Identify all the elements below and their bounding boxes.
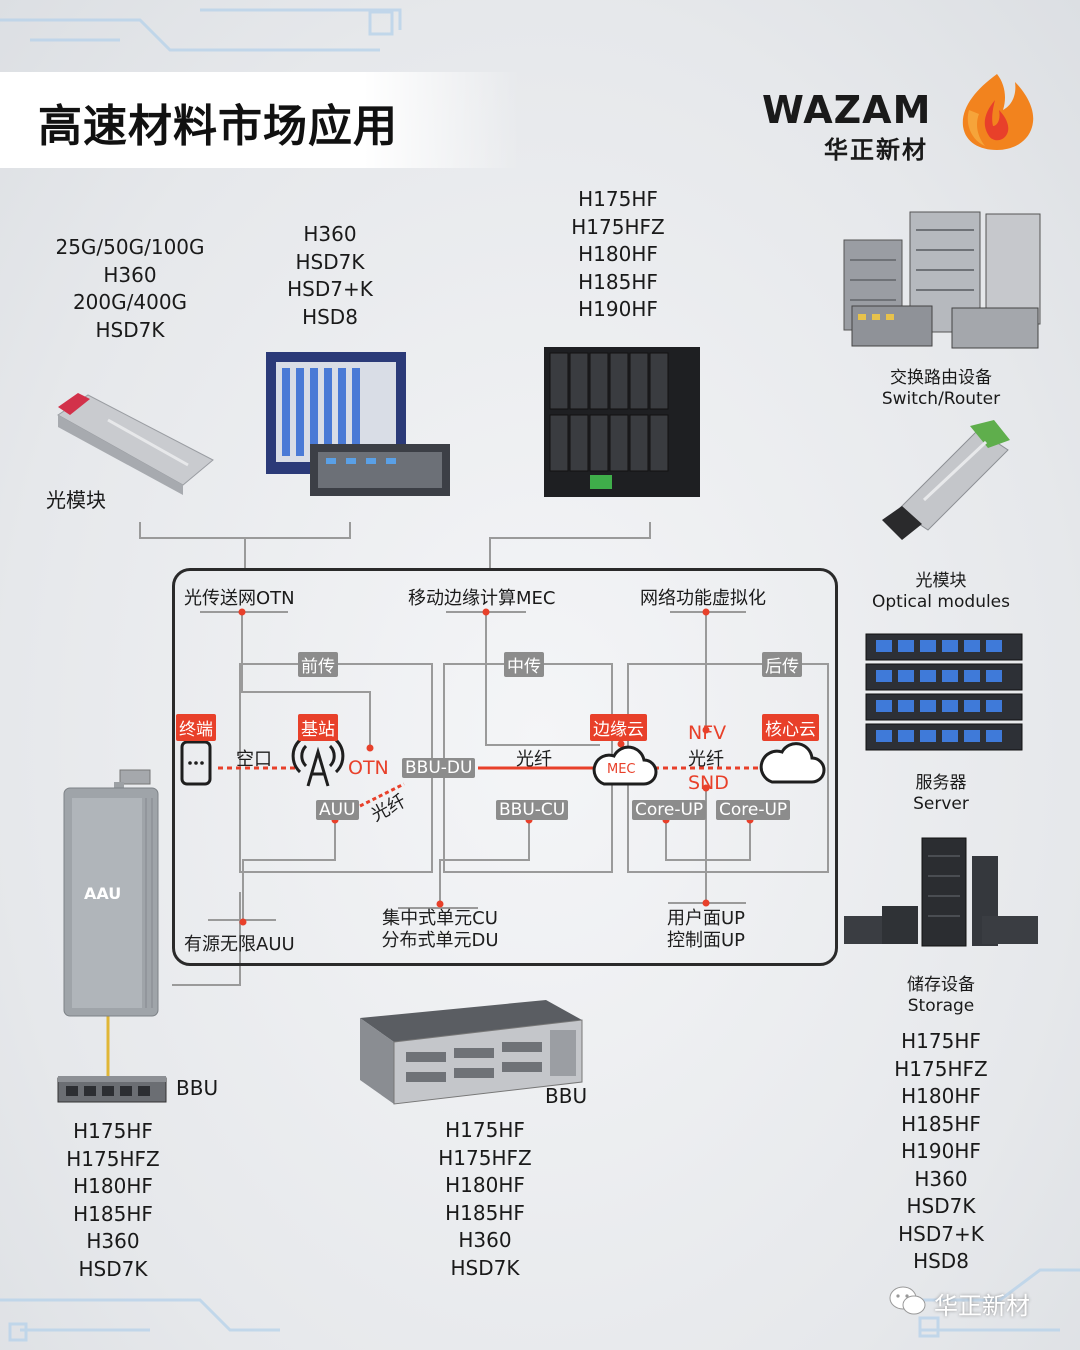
mec-list-item: H185HF bbox=[578, 269, 658, 294]
tag-base-station: 基站 bbox=[298, 714, 338, 741]
bbu-center-list-item: H175HF bbox=[445, 1118, 525, 1142]
bbu-center-list-item: H185HF bbox=[445, 1200, 525, 1225]
tag-bbu-du: BBU-DU bbox=[402, 758, 476, 778]
storage-list-item: HSD7+K bbox=[898, 1221, 984, 1246]
active-auu-label: 有源无限AUU bbox=[184, 934, 295, 955]
otn-list-item: HSD8 bbox=[302, 304, 358, 329]
wechat-icon bbox=[889, 1286, 926, 1315]
bbu-center-list-item: H180HF bbox=[445, 1173, 525, 1197]
tag-mid: 中传 bbox=[504, 652, 544, 677]
mec-list-item: H175HFZ bbox=[571, 214, 665, 239]
bbu-left-list-item: H185HF bbox=[73, 1201, 153, 1226]
optical-caption-cn: 光模块 bbox=[915, 571, 967, 591]
brand-name-cn: 华正新材 bbox=[824, 136, 928, 164]
du-label: 分布式单元DU bbox=[381, 930, 499, 951]
aau-antenna-image bbox=[63, 769, 159, 1017]
mec-list-item: H175HF bbox=[578, 187, 658, 211]
storage-list-item: H190HF bbox=[901, 1139, 981, 1163]
bbu-center-list-item: HSD7K bbox=[450, 1255, 520, 1280]
storage-image bbox=[844, 837, 1038, 947]
storage-list-item: HSD7K bbox=[906, 1194, 976, 1218]
storage-list-item: H175HF bbox=[901, 1029, 981, 1053]
rate-list-item: 25G/50G/100G bbox=[55, 235, 205, 259]
tag-bbu-cu: BBU-CU bbox=[496, 800, 569, 820]
bbu-left-list-item: H180HF bbox=[73, 1174, 153, 1198]
user-plane-label: 用户面UP bbox=[666, 908, 746, 929]
switch-caption-en: Switch/Router bbox=[881, 389, 1001, 409]
switch-caption-cn: 交换路由设备 bbox=[890, 368, 992, 388]
storage-caption-cn: 储存设备 bbox=[907, 975, 975, 995]
fiber-label-mid: 光纤 bbox=[516, 749, 552, 770]
tag-core-up-2: Core-UP bbox=[716, 800, 791, 820]
otn-label: OTN bbox=[348, 757, 389, 779]
cu-label: 集中式单元CU bbox=[382, 908, 498, 929]
storage-list-item: H360 bbox=[914, 1166, 968, 1191]
antenna-icon bbox=[291, 738, 345, 787]
switch-router-image bbox=[843, 211, 1041, 349]
sfp-module-image bbox=[882, 420, 1010, 540]
bbu-left-list-item: H175HFZ bbox=[66, 1146, 160, 1171]
watermark-text: 华正新材 bbox=[934, 1292, 1030, 1320]
storage-list-item: H175HFZ bbox=[894, 1056, 988, 1081]
tag-core-cloud: 核心云 bbox=[762, 714, 819, 741]
col-title-otn: 光传送网OTN bbox=[184, 588, 295, 609]
fiber-label-back: 光纤 bbox=[688, 749, 724, 770]
bbu-center-list-item: H175HFZ bbox=[438, 1145, 532, 1170]
tag-front: 前传 bbox=[298, 652, 338, 677]
server-caption-en: Server bbox=[913, 794, 969, 814]
optical-module-caption: 光模块 bbox=[46, 488, 106, 512]
bbu-left-list-item: HSD7K bbox=[78, 1256, 148, 1281]
storage-caption-en: Storage bbox=[907, 996, 975, 1016]
air-interface-label: 空口 bbox=[236, 749, 272, 770]
otn-equipment-image bbox=[266, 352, 450, 496]
bbu-large-image bbox=[360, 1000, 583, 1105]
brand-name-en: WAZAM bbox=[762, 88, 932, 132]
server-caption-cn: 服务器 bbox=[915, 773, 967, 793]
rack-server-image bbox=[865, 633, 1023, 751]
mec-list-item: H180HF bbox=[578, 242, 658, 266]
title-banner bbox=[0, 72, 520, 168]
bbu-small-image bbox=[57, 1076, 167, 1103]
control-plane-label: 控制面UP bbox=[666, 930, 746, 951]
mec-list-item: H190HF bbox=[578, 297, 658, 321]
rate-list-item: H360 bbox=[103, 262, 157, 287]
optical-module-image bbox=[57, 393, 214, 495]
tag-core-up-1: Core-UP bbox=[632, 800, 707, 820]
otn-list-item: H360 bbox=[303, 222, 357, 246]
nfv-label: NFV bbox=[688, 722, 727, 744]
rate-list-item: HSD7K bbox=[95, 317, 165, 342]
col-title-mec: 移动边缘计算MEC bbox=[408, 588, 556, 609]
bbu-left-list-item: H360 bbox=[86, 1229, 140, 1253]
snd-label: SND bbox=[688, 772, 729, 794]
tag-auu: AUU bbox=[316, 800, 359, 820]
flame-logo-icon bbox=[962, 74, 1034, 150]
blade-server-image bbox=[544, 347, 700, 497]
mec-cloud-icon bbox=[592, 745, 658, 786]
aau-label: AAU bbox=[84, 884, 122, 903]
bbu-left-caption: BBU bbox=[176, 1076, 219, 1100]
page-title: 高速材料市场应用 bbox=[38, 101, 398, 152]
otn-list-item: HSD7K bbox=[295, 249, 365, 274]
tag-edge-cloud: 边缘云 bbox=[590, 714, 647, 741]
rate-list-item: 200G/400G bbox=[72, 290, 188, 314]
network-diagram-box bbox=[172, 568, 838, 966]
tag-back: 后传 bbox=[762, 652, 802, 677]
optical-caption-en: Optical modules bbox=[871, 592, 1011, 612]
mec-label: MEC bbox=[607, 762, 636, 777]
tag-terminal: 终端 bbox=[176, 714, 216, 741]
phone-icon bbox=[180, 740, 212, 786]
bbu-center-caption: BBU bbox=[545, 1084, 588, 1108]
bbu-left-list-item: H175HF bbox=[73, 1119, 153, 1143]
storage-list-item: HSD8 bbox=[913, 1249, 969, 1273]
bbu-center-list-item: H360 bbox=[458, 1228, 512, 1252]
storage-list-item: H180HF bbox=[901, 1084, 981, 1108]
otn-list-item: HSD7+K bbox=[287, 277, 373, 301]
core-cloud-icon bbox=[759, 742, 826, 784]
storage-list-item: H185HF bbox=[901, 1111, 981, 1136]
col-title-nfv: 网络功能虚拟化 bbox=[640, 588, 766, 609]
